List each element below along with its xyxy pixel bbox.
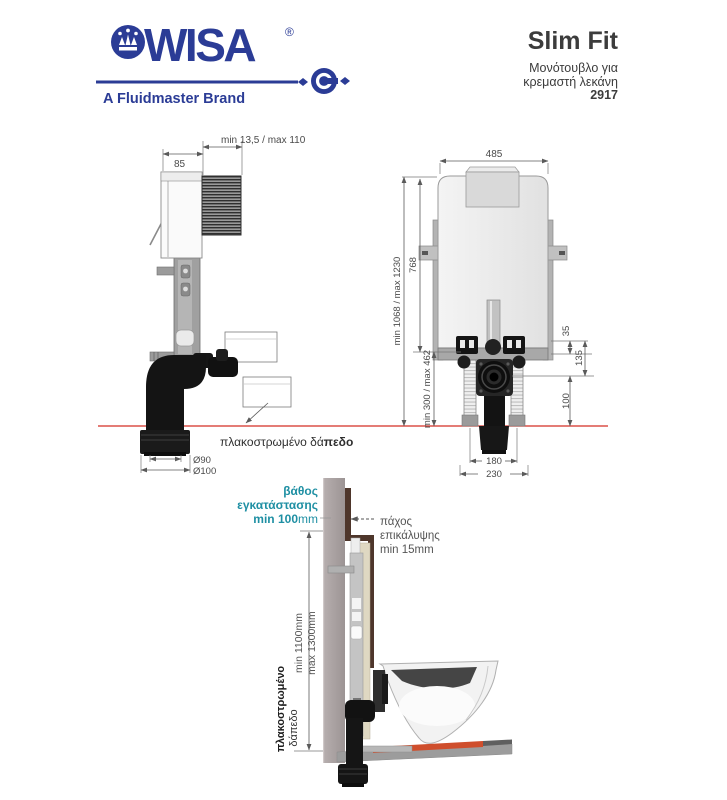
side-view-dimensions: 85 min 13,5 / max 110 Ø90 Ø100 πλακοστρω… [140, 135, 353, 477]
height-min-label: min 1100mm [293, 613, 305, 673]
crown-icon [111, 25, 145, 59]
front-view-dimensions: 485 min 1068 / max 1230 768 min 300 / ma… [392, 149, 594, 480]
wisa-logo: WISA ® A Fluidmaster Brand [96, 19, 350, 107]
height-max-label: max 1300mm [306, 611, 318, 675]
dim-tank-height: 768 [408, 257, 419, 273]
dim-35: 35 [561, 326, 572, 337]
subtitle-line1: Μονότουβλο για [529, 61, 618, 75]
dim-outlet-range: min 300 / max 462 [422, 350, 433, 428]
dim-drain-outer: Ø100 [193, 466, 216, 477]
install-floor-label-line1: πλακοστρωμένο [275, 666, 287, 753]
floor-label: πλακοστρωμένο δάπεδο [220, 435, 353, 449]
dim-width-485: 485 [486, 149, 503, 160]
dim-230: 230 [486, 469, 502, 480]
dim-100: 100 [561, 393, 572, 409]
cover-label-line3: min 15mm [380, 544, 434, 556]
cover-label-line2: επικάλυψης [380, 530, 440, 542]
installation-drawing: βάθος εγκατάστασης min 100mm πάχος επικά… [237, 478, 513, 787]
install-floor-label-line2: δάπεδο [288, 709, 300, 746]
subtitle-line2: κρεμαστή λεκάνη [523, 74, 618, 89]
cover-label-line1: πάχος [380, 516, 413, 528]
side-view-drain-pipe [140, 355, 206, 456]
technical-drawings: 85 min 13,5 / max 110 Ø90 Ø100 πλακοστρω… [98, 135, 608, 480]
depth-label-line2: εγκατάστασης [237, 498, 318, 512]
product-code: 2917 [590, 88, 618, 102]
dim-180: 180 [486, 456, 502, 467]
dim-wall-gap: min 13,5 / max 110 [221, 135, 306, 146]
dim-drain-inner: Ø90 [193, 455, 211, 466]
front-view-drawing [418, 166, 568, 427]
depth-label-line3: min 100mm [253, 512, 318, 526]
registered-mark: ® [285, 25, 294, 39]
product-title: Slim Fit [527, 27, 618, 55]
side-view-drawing [149, 171, 292, 408]
install-scene [322, 478, 513, 787]
install-annotations: βάθος εγκατάστασης min 100mm πάχος επικά… [237, 484, 440, 752]
brand-tagline: A Fluidmaster Brand [103, 91, 245, 107]
dim-135: 135 [574, 350, 585, 366]
dim-total-height: min 1068 / max 1230 [392, 257, 403, 346]
fluidmaster-icon [298, 68, 350, 94]
brand-name: WISA [144, 19, 255, 71]
front-view-drain-pipe [479, 396, 509, 454]
depth-label-line1: βάθος [283, 484, 318, 498]
dim-depth-85: 85 [174, 159, 186, 170]
title-block: Slim Fit Μονότουβλο για κρεμαστή λεκάνη … [430, 28, 618, 103]
